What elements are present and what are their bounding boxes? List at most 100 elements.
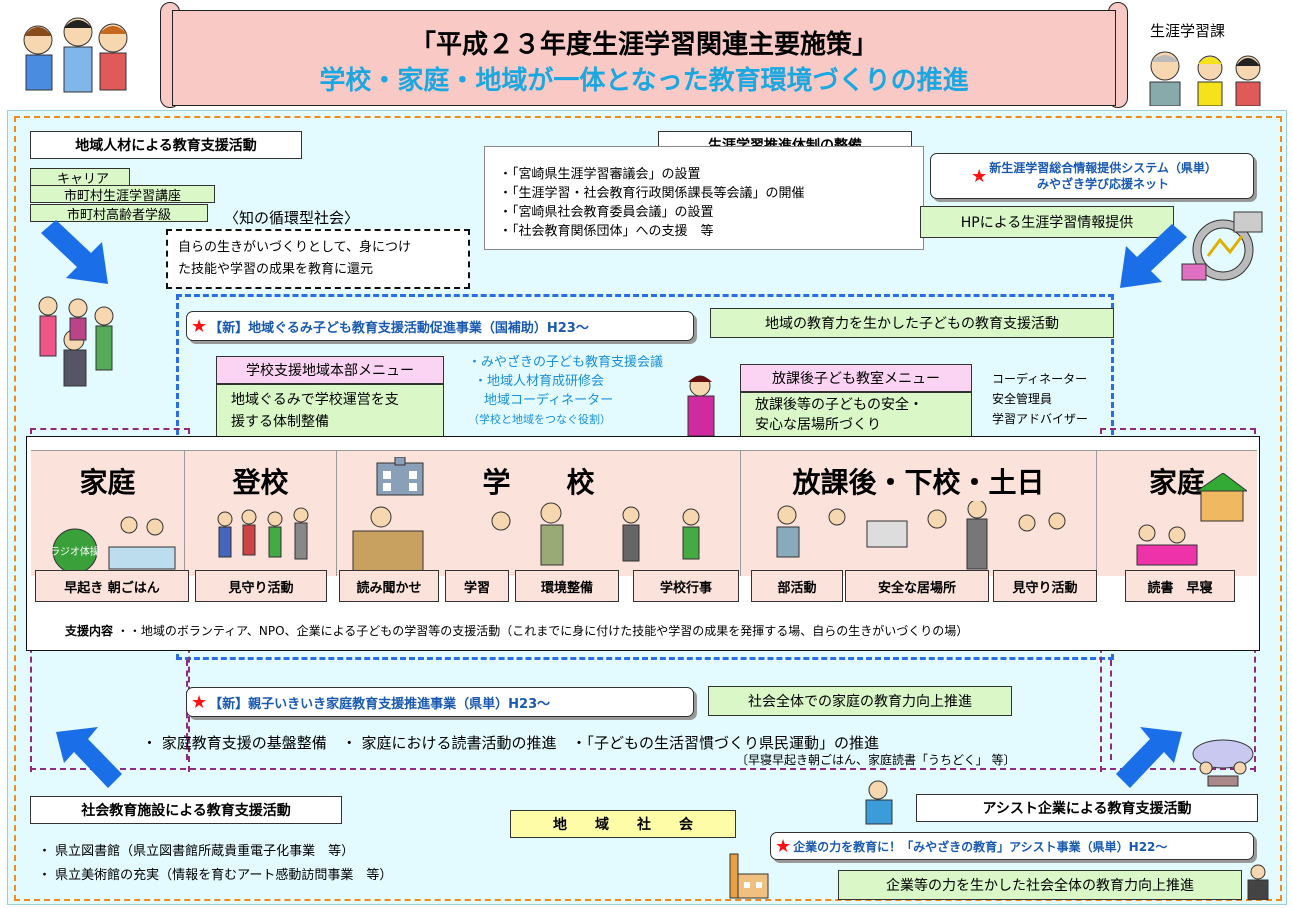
info-system-line2: みやざき学び応援ネット [1037,177,1170,191]
municipal-course-item: 市町村生涯学習講座 [30,185,215,204]
after-school-text-2: 安心な居場所づくり [755,417,881,433]
activity-reading-bed: 読書 早寝 [1125,570,1235,602]
family-project-items: ・ 家庭教育支援の基盤整備 ・ 家庭における読書活動の推進 ・「子どもの生活習慣… [142,734,880,752]
info-system-text: 新生涯学習総合情報提供システム（県単） みやざき学び応援ネット [989,160,1217,192]
center-line-4: （学校と地域をつなぐ役割） [468,413,611,426]
star-icon: ★ [971,165,988,187]
community-society-label: 地 域 社 会 [510,810,736,838]
staff-list: コーディネーター 安全管理員 学習アドバイザー [992,369,1088,429]
timeline-header-home-night-label: 家庭 [1148,466,1205,499]
lifelong-item-4: ・「社会教育関係団体」への支援 等 [499,224,714,239]
social-facilities-heading: 社会教育施設による教育支援活動 [30,796,342,824]
info-system-pill: ★ 新生涯学習総合情報提供システム（県単） みやざき学び応援ネット [930,153,1254,199]
star-icon: ★ [775,835,792,857]
timeline-header-home-night: 家庭 [1097,450,1257,576]
timeline-header-after-school: 放課後・下校・土日 [741,450,1097,576]
volunteers-illustration [26,288,126,388]
arrow-down-left-icon [1112,222,1192,292]
staff-coordinator: コーディネーター [992,372,1088,386]
radio-exercise-illustration: ラジオ体操 [50,516,176,574]
assist-project-title: 企業の力を教育に！「みやざきの教育」アシスト事業（県単）H22～ [793,839,1168,854]
family-project-side: 社会全体での家庭の教育力向上推進 [708,686,1012,716]
star-icon: ★ [191,315,208,337]
knowledge-cycle-text-1: 自らの生きがいづくりとして、身につけ [178,240,411,255]
knowledge-cycle-label: 〈知の循環型社会〉 [224,209,360,227]
radio-badge-text: ラジオ体操 [50,545,100,558]
school-support-text: 地域ぐるみで学校運営を支 援する体制整備 [216,384,444,438]
activity-safe-place: 安全な居場所 [845,570,989,602]
timeline-table: 家庭 ラジオ体操 登校 学 校 [26,436,1260,651]
after-school-activities-illustration [776,501,1066,570]
title-banner: 「平成２３年度生涯学習関連主要施策」 学校・家庭・地域が一体となった教育環境づく… [160,2,1128,108]
network-globe-icon [1178,206,1268,286]
support-content-line: 支援内容 ・・地域のボランティア、NPO、企業による子どもの学習等の支援活動（こ… [65,622,968,639]
timeline-header-home-morning-label: 家庭 [79,466,136,499]
activity-club: 部活動 [751,570,843,602]
children-walking-illustration [217,507,309,560]
knowledge-cycle-box: 自らの生きがいづくりとして、身につけ た技能や学習の成果を教育に還元 [166,229,470,289]
municipal-elderly-item: 市町村高齢者学級 [30,204,208,223]
scroll-body [172,10,1116,106]
timeline-header-commute-label: 登校 [232,466,289,499]
elder-children-illustration [1140,44,1280,107]
social-facilities-item-2: ・ 県立美術館の充実（情報を育むアート感動訪問事業 等） [38,868,393,883]
career-item: キャリア [30,168,130,187]
lifelong-item-3: ・「宮崎県社会教育委員会議」の設置 [499,205,714,220]
title-line1: 「平成２３年度生涯学習関連主要施策」 [409,30,878,60]
arrow-up-right-icon [1112,722,1192,792]
timeline-header-commute: 登校 [185,450,337,576]
community-talent-heading: 地域人材による教育支援活動 [30,131,302,159]
school-menu-box: 学校支援地域本部メニュー [216,356,444,384]
timeline-header-after-school-label: 放課後・下校・土日 [792,466,1045,499]
school-building-icon [376,457,424,496]
family-area-bottom-line [30,768,1256,770]
arrow-down-right-icon [36,218,116,288]
family-area-inner-line-right [1110,660,1112,760]
knowledge-cycle-text-2: た技能や学習の成果を教育に還元 [178,262,374,277]
assist-side-box: 企業等の力を生かした社会全体の教育力向上推進 [838,870,1242,900]
timeline-header-school: 学 校 [337,450,741,576]
business-suit-icon [1242,864,1274,901]
support-text: ・・地域のボランティア、NPO、企業による子どもの学習等の支援活動（これまでに身… [116,624,969,638]
orange-dashed-border [14,116,1282,901]
after-school-text-1: 放課後等の子どもの安全・ [755,397,923,413]
department-label: 生涯学習課 [1150,22,1226,40]
support-label: 支援内容 [65,624,114,638]
info-system-line1: 新生涯学習総合情報提供システム（県単） [989,161,1217,175]
title-line2: 学校・家庭・地域が一体となった教育環境づくりの推進 [319,66,969,96]
family-project-sub: 〔早寝早起き朝ごはん、家庭読書「うちどく」 等〕 [736,753,1016,767]
center-line-1: ・みやざきの子ども教育支援会議 [468,355,664,370]
lifelong-system-list-box: ・「宮崎県生涯学習審議会」の設置 ・「生涯学習・社会教育行政関係課長等会議」の開… [484,146,924,250]
coordinator-illustration [676,372,726,438]
center-info: ・みやざきの子ども教育支援会議 ・地域人材育成研修会 地域コーディネーター （学… [468,353,738,429]
community-project-title: 【新】地域ぐるみ子ども教育支援活動促進事業（国補助）H23～ [209,320,589,336]
activity-school-events: 学校行事 [633,570,739,602]
factory-icon [726,852,772,900]
center-line-3: 地域コーディネーター [484,393,614,408]
community-project-side: 地域の教育力を生かした子どもの教育支援活動 [710,308,1114,338]
school-activities-illustration [352,502,700,572]
lifelong-item-1: ・「宮崎県生涯学習審議会」の設置 [499,167,701,182]
social-facilities-item-1: ・ 県立図書館（県立図書館所蔵貴重電子化事業 等） [38,844,355,859]
after-school-menu-box: 放課後子ども教室メニュー [740,364,972,392]
star-icon: ★ [191,691,208,713]
family-project-pill: ★ 【新】親子いきいき家庭教育支援推進事業（県単）H23～ [186,687,694,717]
school-support-text-1: 地域ぐるみで学校運営を支 [231,392,399,408]
businessman-illustration [856,778,902,826]
school-support-text-2: 援する体制整備 [231,414,329,430]
hp-info-box: HPによる生涯学習情報提供 [920,206,1174,238]
family-project-title: 【新】親子いきいき家庭教育支援推進事業（県単）H23～ [209,696,551,712]
activity-reading-aloud: 読み聞かせ [339,570,439,602]
after-school-text: 放課後等の子どもの安全・ 安心な居場所づくり [740,392,972,438]
family-illustration-left [8,10,148,100]
center-line-2: ・地域人材育成研修会 [474,374,605,389]
meeting-illustration [1188,738,1258,794]
assist-project-pill: ★ 企業の力を教育に！「みやざきの教育」アシスト事業（県単）H22～ [770,832,1254,860]
activity-environment: 環境整備 [515,570,619,602]
timeline-header-school-label: 学 校 [482,466,595,499]
staff-advisor: 学習アドバイザー [992,412,1089,426]
activity-learning: 学習 [445,570,509,602]
activity-watch-return: 見守り活動 [993,570,1097,602]
assist-heading: アシスト企業による教育支援活動 [916,794,1258,822]
arrow-up-left-icon [46,722,126,792]
